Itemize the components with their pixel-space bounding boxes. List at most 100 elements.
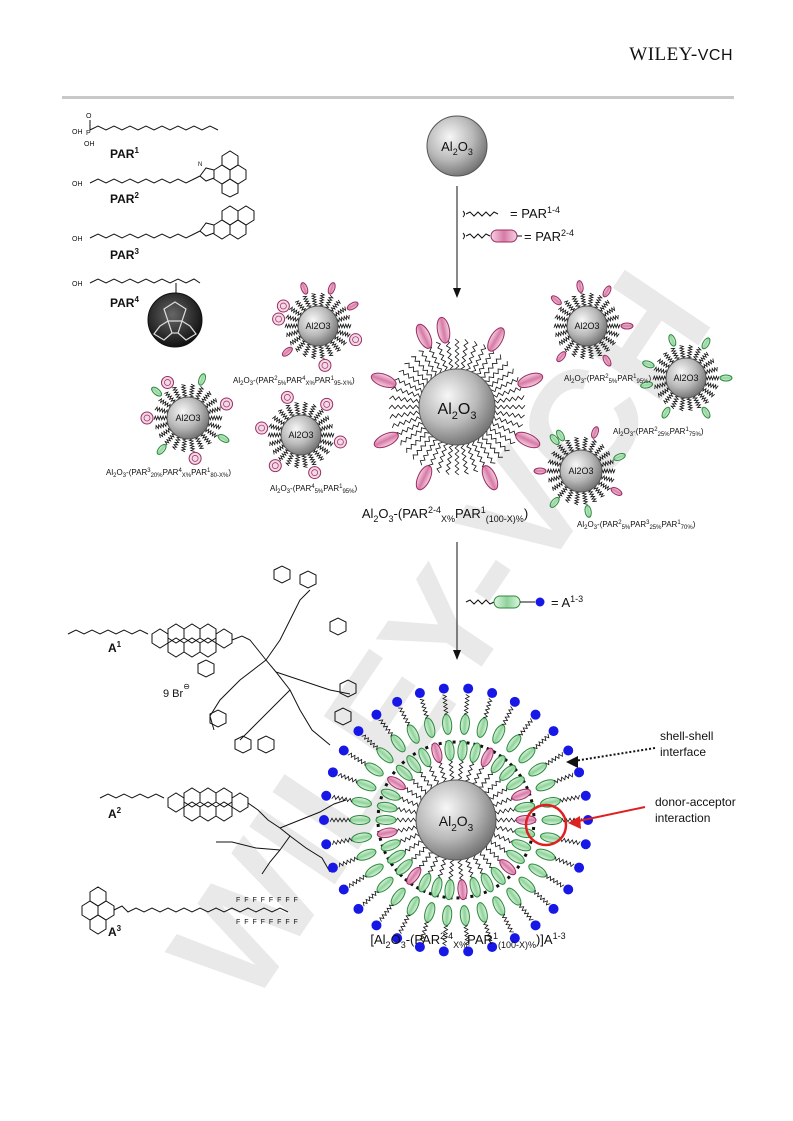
- green-aromatic-unit: [376, 801, 398, 813]
- publisher-name: WILEY-: [629, 44, 698, 65]
- par3-label: PAR3: [110, 247, 139, 262]
- alumina-core: [415, 779, 497, 861]
- a2-label: A2: [108, 806, 122, 821]
- green-aromatic-unit: [514, 801, 536, 813]
- green-aromatic-unit: [518, 747, 536, 764]
- annotation-da-2: interaction: [655, 811, 710, 825]
- pink-aromatic-unit: [300, 282, 309, 295]
- core-label-main: Al2O3: [438, 401, 477, 422]
- phosphorus-label: P: [86, 130, 91, 137]
- anchor-group-dot: [563, 884, 574, 895]
- green-aromatic-unit: [444, 879, 455, 901]
- green-aromatic-unit: [351, 797, 372, 808]
- green-aromatic-unit: [511, 839, 532, 852]
- small-core-label: Al2O3: [568, 466, 593, 476]
- green-aromatic-unit: [535, 779, 556, 792]
- green-aromatic-unit: [490, 755, 506, 774]
- anchor-group-dot: [487, 688, 498, 699]
- a3-structure: A3 F F F F F F F F F F F F F F F F: [81, 886, 299, 939]
- anchor-group-dot: [327, 767, 338, 778]
- legend-par: = PAR1-4 = PAR2-4: [462, 205, 574, 244]
- small-particle-3: Al2O3: [640, 334, 733, 419]
- fullerene-icon: [147, 292, 203, 348]
- green-aromatic-unit: [459, 713, 470, 735]
- par1-structure: P O OH OH PAR1: [72, 113, 219, 161]
- green-aromatic-unit: [459, 905, 470, 927]
- anchor-group-dot: [530, 709, 541, 720]
- pink-aromatic-unit: [550, 295, 562, 306]
- green-aromatic-unit: [457, 739, 468, 761]
- a3-label: A3: [108, 924, 122, 939]
- fullerene-icon: [268, 459, 282, 473]
- anchor-group-dot: [487, 941, 498, 952]
- green-aromatic-unit: [442, 905, 453, 927]
- core-label-top: Al2O3: [441, 139, 473, 157]
- functionalized-nanoparticle-main: [370, 316, 544, 491]
- fullerene-icon: [333, 435, 347, 449]
- label-composition-2: Al2O3-(PAR25%PAR195%): [564, 374, 651, 385]
- green-aromatic-unit: [390, 887, 406, 906]
- fullerene-icon: [188, 451, 202, 465]
- label-composition-6: Al2O3-(PAR25%PAR325%PAR170%): [577, 520, 696, 531]
- green-aromatic-unit: [390, 734, 406, 753]
- fullerene-icon: [308, 466, 322, 480]
- annotation-da-1: donor-acceptor: [655, 795, 736, 809]
- anchor-group-dot: [392, 696, 403, 707]
- green-aromatic-unit: [490, 866, 506, 885]
- green-aromatic-unit: [431, 877, 443, 898]
- green-aromatic-unit: [375, 815, 397, 825]
- alumina-core: [566, 305, 608, 347]
- green-aromatic-unit: [480, 872, 494, 893]
- anchor-group-dot: [574, 862, 585, 873]
- anchor-group-dot: [548, 903, 559, 914]
- anchor-group-dot: [371, 709, 382, 720]
- small-particle-1: Al2O3: [272, 282, 363, 372]
- small-particle-2: Al2O3: [550, 280, 634, 367]
- fluorine-row-bottom: F F F F F F F F: [236, 919, 299, 926]
- pink-aromatic-unit: [591, 426, 600, 439]
- fullerene-icon: [349, 333, 363, 347]
- alumina-core: [665, 357, 707, 399]
- green-aromatic-unit: [469, 742, 481, 763]
- anchor-group-dot: [580, 790, 591, 801]
- legend-acceptor: = A1-3: [465, 594, 583, 610]
- green-aromatic-unit: [528, 863, 547, 878]
- fullerene-icon: [220, 397, 234, 411]
- core-label-final: Al2O3: [439, 813, 474, 834]
- small-core-label: Al2O3: [175, 413, 200, 423]
- anchor-group-dot: [438, 946, 449, 957]
- green-aromatic-unit: [476, 902, 488, 923]
- green-aromatic-unit: [476, 717, 488, 738]
- hydroxyl-label-5: OH: [72, 281, 83, 288]
- anchor-group-dot: [530, 920, 541, 931]
- green-aromatic-unit: [492, 896, 506, 916]
- green-aromatic-unit: [356, 779, 377, 792]
- green-aromatic-unit: [499, 764, 517, 781]
- par2-structure: N OH PAR2: [72, 150, 247, 206]
- pink-aromatic-unit: [610, 487, 623, 496]
- legend-par14: = PAR1-4: [510, 205, 560, 221]
- fullerene-icon: [255, 421, 269, 435]
- fullerene-icon: [280, 390, 294, 404]
- pink-aromatic-unit: [517, 372, 544, 389]
- green-aromatic-unit: [535, 848, 556, 861]
- publisher-logo: WILEY-VCH: [629, 44, 733, 66]
- alumina-core: [280, 414, 322, 456]
- green-aromatic-unit: [549, 434, 560, 446]
- pink-aromatic-unit: [480, 747, 494, 768]
- pink-aromatic-unit: [515, 431, 541, 449]
- anchor-group-dot: [371, 920, 382, 931]
- green-aromatic-unit: [151, 386, 163, 397]
- green-aromatic-unit: [442, 713, 453, 735]
- hydroxyl-label: OH: [72, 129, 83, 136]
- green-aromatic-unit: [640, 381, 654, 389]
- anchor-group-dot: [319, 815, 329, 825]
- bromide-label: 9 Br⊖: [163, 682, 190, 700]
- anchor-group-dot: [321, 839, 332, 850]
- label-composition-3: Al2O3-(PAR225%PAR175%): [613, 427, 704, 438]
- pink-aromatic-unit: [415, 465, 433, 491]
- alumina-core: [166, 396, 210, 440]
- small-core-label: Al2O3: [288, 430, 313, 440]
- alumina-core: [559, 449, 603, 493]
- publisher-suffix: VCH: [697, 47, 733, 64]
